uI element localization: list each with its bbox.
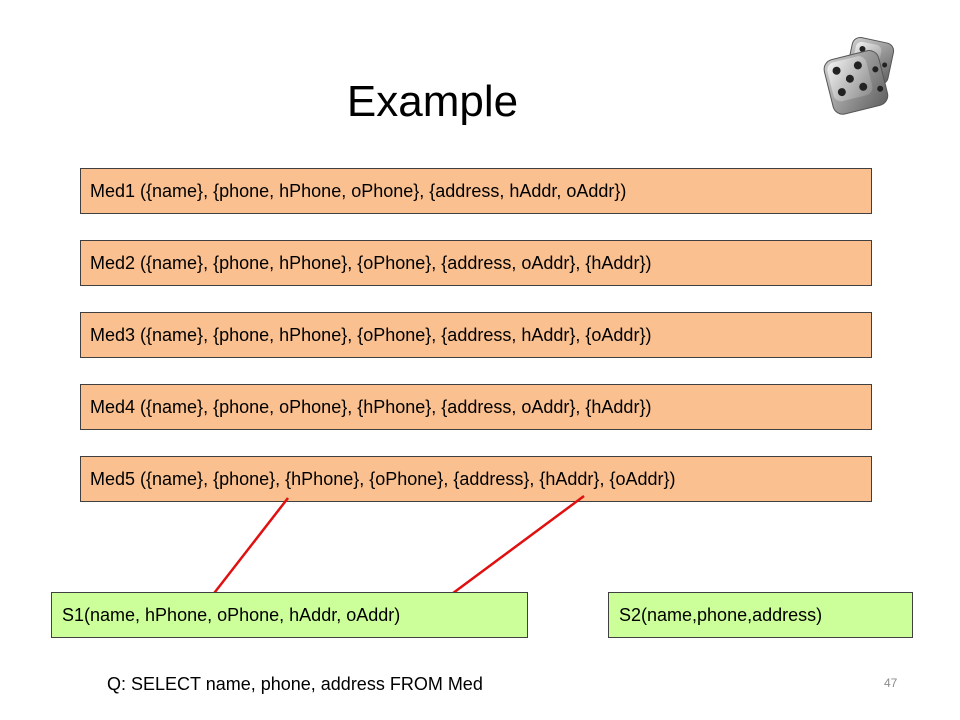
- dice-icon: [823, 36, 895, 115]
- mediator-label: Med2 ({name}, {phone, hPhone}, {oPhone},…: [90, 253, 652, 273]
- query-text: Q: SELECT name, phone, address FROM Med: [107, 674, 483, 694]
- slide-title: Example: [346, 77, 519, 126]
- mediator-label: Med4 ({name}, {phone, oPhone}, {hPhone},…: [90, 397, 652, 417]
- mediator-box-med5: Med5 ({name}, {phone}, {hPhone}, {oPhone…: [80, 456, 872, 502]
- mediator-box-med1: Med1 ({name}, {phone, hPhone, oPhone}, {…: [80, 168, 872, 214]
- source-label: S1(name, hPhone, oPhone, hAddr, oAddr): [62, 605, 401, 625]
- mediator-label: Med3 ({name}, {phone, hPhone}, {oPhone},…: [90, 325, 652, 345]
- mediator-label: Med1 ({name}, {phone, hPhone, oPhone}, {…: [90, 181, 627, 201]
- source-box-s1: S1(name, hPhone, oPhone, hAddr, oAddr): [51, 592, 528, 638]
- mediator-label: Med5 ({name}, {phone}, {hPhone}, {oPhone…: [90, 469, 676, 489]
- connector-line-s1: [207, 497, 289, 602]
- mediator-box-med4: Med4 ({name}, {phone, oPhone}, {hPhone},…: [80, 384, 872, 430]
- mediator-box-med2: Med2 ({name}, {phone, hPhone}, {oPhone},…: [80, 240, 872, 286]
- source-box-s2: S2(name,phone,address): [608, 592, 913, 638]
- connector-line-s2: [440, 494, 585, 604]
- mediator-box-med3: Med3 ({name}, {phone, hPhone}, {oPhone},…: [80, 312, 872, 358]
- page-number: 47: [884, 676, 898, 690]
- source-label: S2(name,phone,address): [619, 605, 823, 625]
